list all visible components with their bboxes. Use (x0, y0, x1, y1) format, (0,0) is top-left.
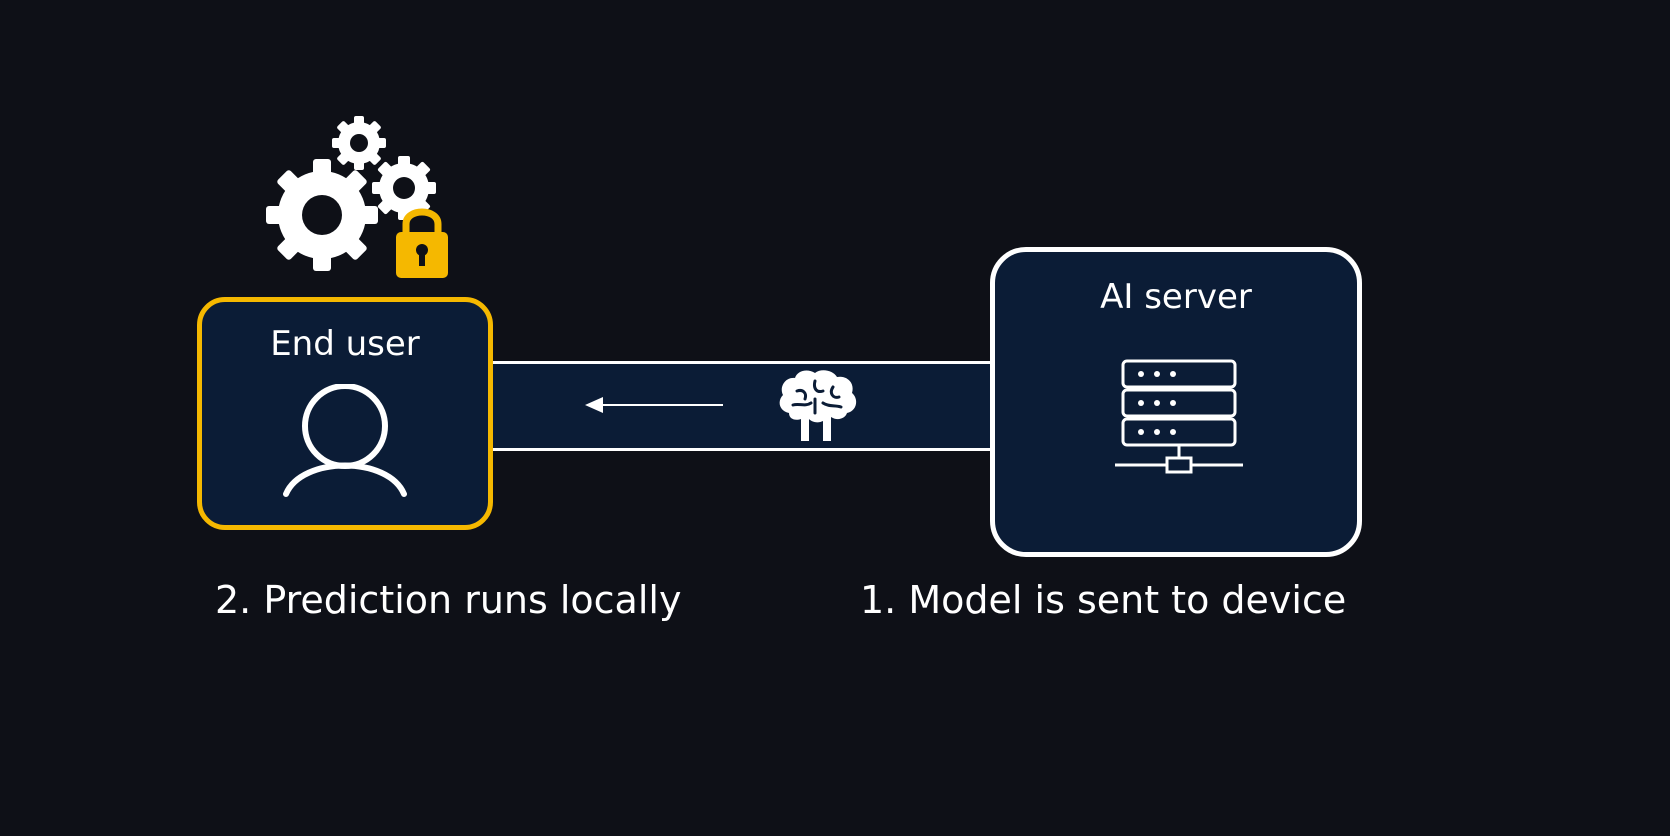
end-user-title: End user (270, 324, 420, 364)
model-transfer-channel (490, 361, 995, 451)
step-local-caption: 2. Prediction runs locally (215, 578, 682, 622)
server-icon (1115, 359, 1243, 474)
gears-icon (266, 116, 436, 271)
ai-server-title: AI server (1100, 277, 1252, 317)
arrow-left-icon (585, 397, 723, 413)
lock-icon (396, 208, 448, 278)
person-icon (283, 384, 407, 497)
step-send-caption: 1. Model is sent to device (860, 578, 1347, 622)
end-user-box: End user (197, 297, 493, 530)
ai-server-box: AI server (990, 247, 1362, 557)
brain-icon (779, 370, 857, 441)
